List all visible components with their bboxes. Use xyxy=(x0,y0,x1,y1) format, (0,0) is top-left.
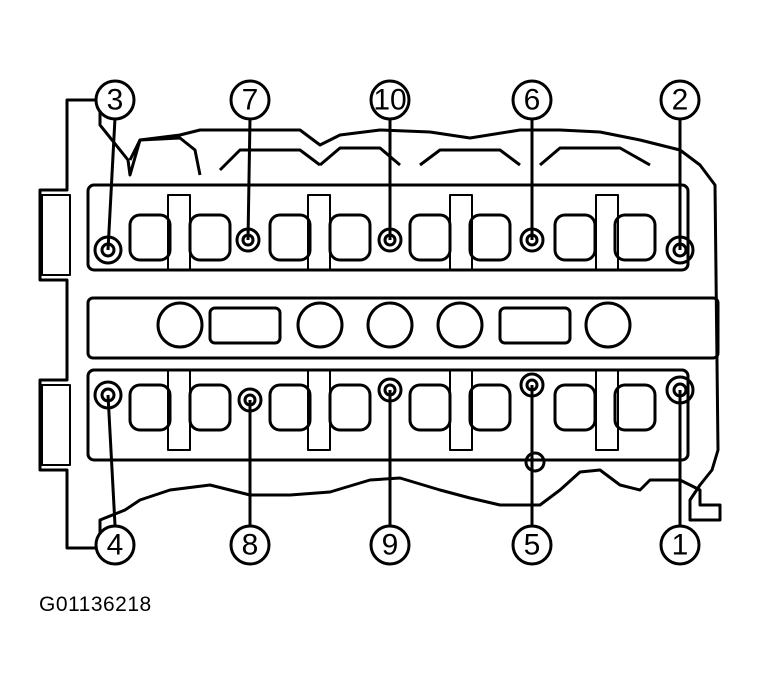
callout-7-circle xyxy=(229,79,271,121)
callout-5-circle xyxy=(511,524,553,566)
callout-2-circle xyxy=(659,79,701,121)
callout-7: 7 xyxy=(242,84,259,117)
figure-code: G01136218 xyxy=(39,593,152,616)
head-outline xyxy=(38,98,722,550)
callout-9: 9 xyxy=(382,529,399,562)
bearing-caps xyxy=(167,194,619,451)
callout-3: 3 xyxy=(107,84,124,117)
callout-3-circle xyxy=(94,79,136,121)
callout-6: 6 xyxy=(524,84,541,117)
callout-1-circle xyxy=(659,524,701,566)
callout-4: 4 xyxy=(107,529,124,562)
callout-9-circle xyxy=(369,524,411,566)
leader-lines xyxy=(106,117,682,526)
callout-8: 8 xyxy=(242,529,259,562)
lower-cam-rail xyxy=(86,368,690,462)
callout-1: 1 xyxy=(672,529,689,562)
callout-2: 2 xyxy=(672,84,689,117)
callout-6-circle xyxy=(511,79,553,121)
callout-5: 5 xyxy=(524,529,541,562)
callout-10: 10 xyxy=(373,84,406,117)
lower-lobes xyxy=(128,383,657,432)
callout-4-circle xyxy=(94,524,136,566)
upper-cam-rail xyxy=(86,183,690,272)
head-bolts xyxy=(93,227,695,473)
callout-10-circle xyxy=(369,79,411,121)
callout-group xyxy=(94,79,701,566)
middle-plate xyxy=(86,296,720,360)
callout-8-circle xyxy=(229,524,271,566)
